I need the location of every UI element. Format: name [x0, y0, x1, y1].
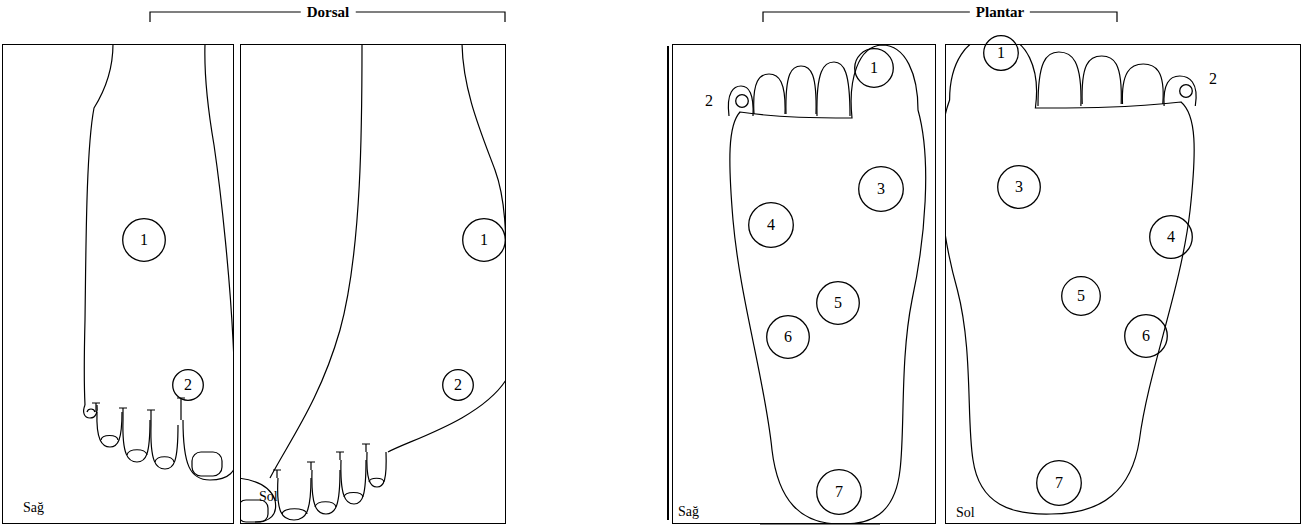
callout-number: 5	[1061, 276, 1101, 316]
callout-number: 5	[816, 281, 860, 325]
toe-outline	[728, 86, 753, 116]
circle-outline	[1180, 85, 1193, 98]
callout-circle: 7	[816, 469, 862, 515]
side-label: Sol	[259, 490, 278, 504]
circle-outline	[1179, 84, 1193, 98]
callout-number: 2	[1209, 71, 1217, 87]
circle-outline	[1125, 315, 1168, 358]
callout-number: 7	[1036, 460, 1082, 506]
toe-nail	[192, 452, 222, 476]
callout-circle: 5	[816, 281, 860, 325]
plantar-left-foot	[945, 44, 1196, 514]
circle-outline	[817, 470, 862, 515]
callout-number: 1	[854, 48, 894, 88]
toe-outline	[786, 66, 816, 114]
circle-outline	[859, 167, 904, 212]
circle-outline	[123, 219, 166, 262]
toe-outline	[151, 425, 178, 469]
view-heading: Plantar	[970, 5, 1030, 20]
circle-outline	[443, 370, 474, 401]
circle-outline	[1150, 216, 1193, 259]
callout-number: 1	[462, 218, 506, 262]
toe-outline	[817, 62, 850, 116]
callout-circle: 2	[172, 369, 204, 401]
side-label: Sağ	[23, 501, 44, 515]
callout-circle: 1	[854, 48, 894, 88]
foot-contour	[388, 380, 506, 452]
sole-mirror	[945, 44, 1196, 514]
callout-number: 6	[1124, 314, 1168, 358]
toe-nail	[282, 478, 384, 514]
callout-number: 2	[442, 369, 474, 401]
callout-circle: 2	[442, 369, 474, 401]
callout-circle: 6	[766, 315, 810, 359]
callout-number: 2	[172, 369, 204, 401]
side-label: Sol	[956, 506, 975, 520]
callout-circle: 2	[735, 94, 749, 108]
circle-outline	[817, 282, 860, 325]
callout-number: 1	[122, 218, 166, 262]
foot-panel: Sol1234567	[945, 44, 1301, 524]
circle-outline	[749, 203, 794, 248]
callout-circle: 1	[462, 218, 506, 262]
callout-circle: 1	[122, 218, 166, 262]
callout-circle: 4	[1149, 215, 1193, 259]
toe-separator	[273, 444, 370, 478]
sole-group	[728, 45, 925, 524]
circle-outline	[736, 95, 749, 108]
callout-number: 7	[816, 469, 862, 515]
circle-outline	[767, 316, 810, 359]
circle-outline	[1062, 277, 1101, 316]
toe-outline	[183, 420, 234, 480]
toe-outline	[312, 470, 340, 514]
foot-contour	[270, 44, 362, 478]
dorsal-right-foot	[84, 44, 234, 480]
callout-number: 3	[858, 166, 904, 212]
callout-circle: 3	[997, 165, 1041, 209]
callout-number: 4	[748, 202, 794, 248]
side-label: Sağ	[678, 505, 699, 519]
circle-outline	[984, 36, 1019, 71]
callout-circle: 4	[748, 202, 794, 248]
plantar-right-foot	[728, 45, 925, 524]
circle-outline	[463, 219, 506, 262]
callout-number: 1	[983, 35, 1019, 71]
circle-outline	[998, 166, 1041, 209]
toe-nail	[87, 409, 174, 462]
plantar-bracket	[763, 12, 1117, 22]
circle-outline	[173, 370, 204, 401]
foot-panel: Sağ 1 2 3 456 7	[672, 44, 936, 524]
callout-circle: 6	[1124, 314, 1168, 358]
callout-circle: 7	[1036, 460, 1082, 506]
foot-panel: Sağ 1 2	[2, 44, 234, 524]
foot-contour	[205, 44, 234, 470]
circle-outline	[855, 49, 894, 88]
toe-outline	[367, 452, 386, 487]
callout-circle: 5	[1061, 276, 1101, 316]
callout-number: 6	[766, 315, 810, 359]
foot-contour	[84, 44, 113, 405]
callout-circle: 3	[858, 166, 904, 212]
toe-outline	[754, 74, 785, 114]
panel-edge-line	[667, 46, 669, 520]
sole-outline	[730, 45, 926, 524]
toe-outline	[341, 460, 366, 504]
callout-circle: 1	[983, 35, 1019, 71]
callout-number: 3	[997, 165, 1041, 209]
foot-contour	[462, 44, 506, 260]
toe-separator	[92, 398, 185, 425]
circle-outline	[735, 94, 749, 108]
callout-circle: 2	[1179, 84, 1193, 98]
dorsal-left-foot	[240, 44, 506, 522]
foot-panel: Sol 1 2	[240, 44, 506, 524]
callout-number: 2	[705, 93, 713, 109]
view-heading: Dorsal	[301, 5, 356, 20]
toe-outline	[97, 412, 122, 447]
callout-number: 4	[1149, 215, 1193, 259]
toe-outline	[123, 420, 150, 462]
circle-outline	[1037, 461, 1082, 506]
